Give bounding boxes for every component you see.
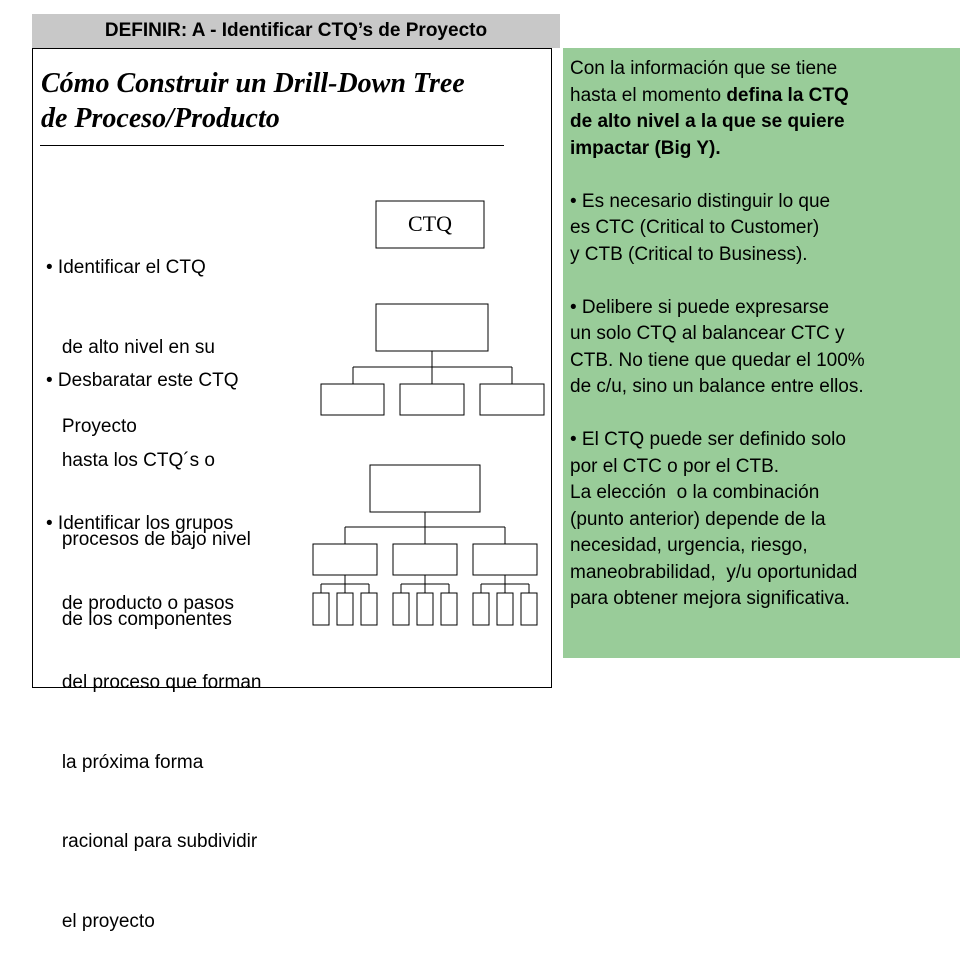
tree2-child-box — [479, 383, 545, 416]
tree3-mid-box — [312, 543, 378, 576]
tree3-leaf-box — [392, 592, 410, 626]
tree3-leaf-box — [416, 592, 434, 626]
bullet-line: la próxima forma — [46, 751, 204, 773]
info-line: es CTC (Critical to Customer) — [570, 217, 820, 238]
tree3-leaf-box — [496, 592, 514, 626]
info-line: maneobrabilidad, y/u oportunidad — [570, 561, 858, 583]
info-line-text: hasta el momento — [570, 84, 727, 106]
info-line: de alto nivel a la que se quiere — [570, 109, 955, 136]
paragraph-gap — [570, 162, 955, 189]
info-line: CTB. No tiene que quedar el 100% — [570, 349, 865, 371]
bullet-line: racional para subdividir — [46, 831, 258, 852]
title-line-2: de Proceso/Producto — [41, 103, 280, 134]
tree3-mid-box — [472, 543, 538, 576]
info-line: • El CTQ puede ser definido solo — [570, 429, 846, 450]
info-line-bold: impactar (Big Y). — [570, 137, 721, 159]
info-line: de c/u, sino un balance entre ellos. — [570, 376, 864, 397]
info-line: La elección o la combinación — [570, 482, 820, 503]
tree3-root-box — [369, 464, 481, 513]
info-line: por el CTC o por el CTB. — [570, 455, 780, 477]
header-title: DEFINIR: A - Identificar CTQ’s de Proyec… — [104, 20, 488, 41]
tree3-mid-box — [392, 543, 458, 576]
bullet-line: • Identificar el CTQ — [46, 257, 206, 278]
info-line: necesidad, urgencia, riesgo, — [570, 535, 808, 556]
info-line: • Delibere si puede expresarse — [570, 296, 830, 318]
bullet-line: • Desbaratar este CTQ — [46, 370, 239, 391]
info-line: Con la información que se tiene — [570, 58, 838, 79]
tree3-leaf-box — [472, 592, 490, 626]
tree3-leaf-box — [312, 592, 330, 626]
bullet-line: hasta los CTQ´s o — [46, 449, 215, 471]
bullet-line: de producto o pasos — [46, 592, 235, 614]
bullet-line: de los componentes — [46, 608, 232, 630]
tree3-leaf-box — [336, 592, 354, 626]
bullet-1: • Identificar el CTQ de alto nivel en su… — [46, 202, 215, 467]
info-line: (punto anterior) depende de la — [570, 508, 826, 530]
info-line-bold: defina la CTQ — [726, 84, 849, 106]
title-line-1: Cómo Construir un Drill-Down Tree — [41, 68, 465, 99]
bullet-line: Proyecto — [46, 416, 137, 437]
tree2-child-box — [399, 383, 465, 416]
tree2-child-box — [320, 383, 385, 416]
tree3-leaf-box — [360, 592, 378, 626]
drill-down-diagram: CTQ — [312, 200, 545, 626]
tree3-leaf-box — [520, 592, 538, 626]
bullet-line: procesos de bajo nivel — [46, 529, 251, 550]
ctq-box — [375, 200, 485, 249]
bullet-line: • Identificar los grupos — [46, 513, 234, 534]
content-frame — [32, 48, 552, 688]
bullet-line: de alto nivel en su — [46, 336, 215, 358]
slide-header: DEFINIR: A - Identificar CTQ’s de Proyec… — [32, 14, 560, 48]
title-divider — [40, 145, 504, 146]
info-line: y CTB (Critical to Business). — [570, 243, 808, 265]
info-line: • Es necesario distinguir lo que — [570, 190, 831, 212]
ctq-label: CTQ — [408, 211, 452, 236]
paragraph-gap — [570, 268, 955, 295]
info-line: impactar (Big Y). — [570, 136, 955, 163]
page-title: Cómo Construir un Drill-Down Tree de Pro… — [41, 66, 541, 136]
info-line: un solo CTQ al balancear CTC y — [570, 323, 845, 344]
info-sidebar — [563, 48, 960, 658]
info-line: para obtener mejora significativa. — [570, 588, 850, 609]
bullet-2: • Desbaratar este CTQ hasta los CTQ´s o … — [46, 315, 251, 660]
bullet-line: el proyecto — [46, 910, 155, 932]
info-text: Con la información que se tiene hasta el… — [570, 56, 955, 613]
paragraph-gap — [570, 401, 955, 428]
info-line: hasta el momento defina la CTQ — [570, 83, 955, 110]
tree2-root-box — [375, 303, 489, 352]
tree3-leaf-box — [440, 592, 458, 626]
info-line-bold: de alto nivel a la que se quiere — [570, 111, 845, 132]
bullet-line: del proceso que forman — [46, 672, 262, 693]
